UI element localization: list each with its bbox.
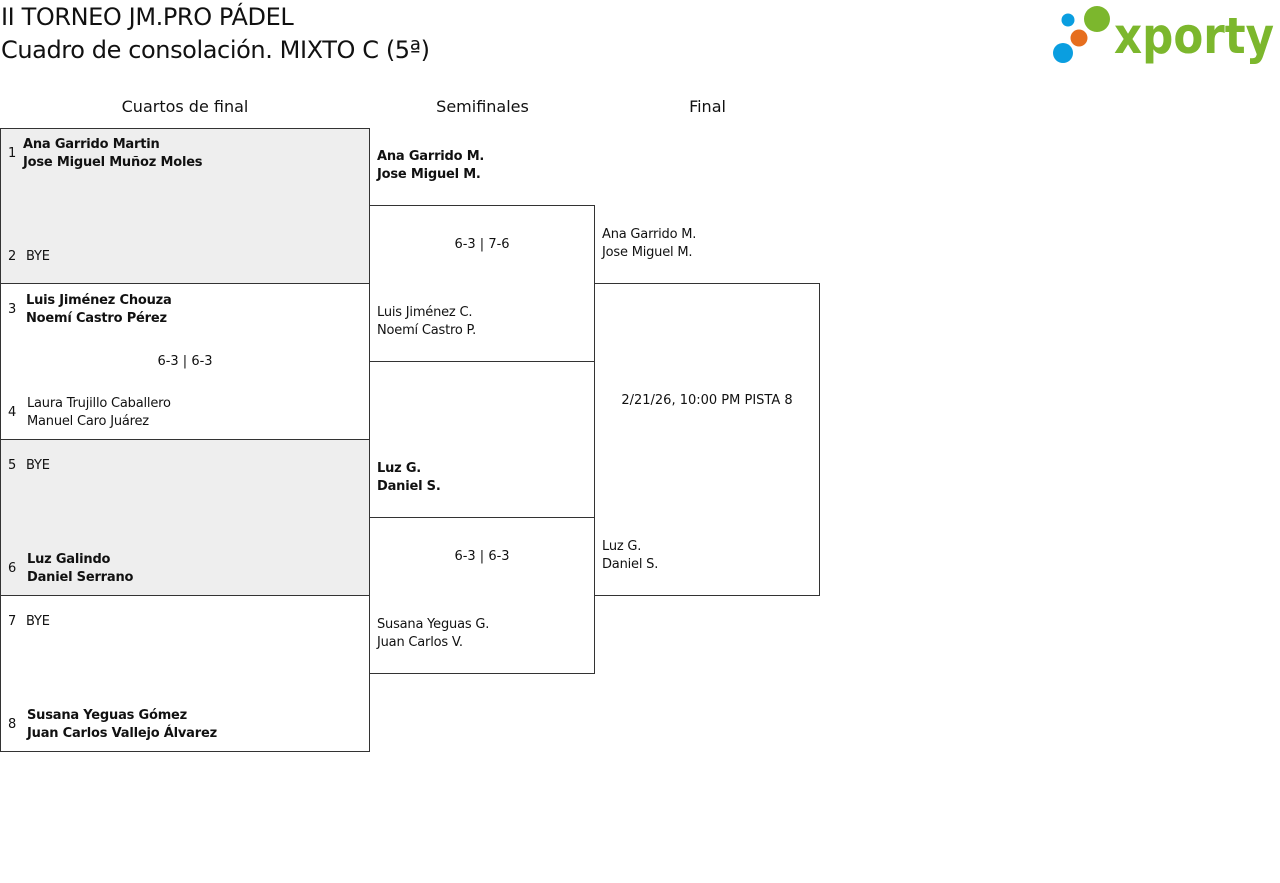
player-name: Noemí Castro P. [377, 323, 477, 338]
sf2-team-2: Susana Yeguas G. Juan Carlos V. [377, 616, 489, 652]
qf-match-1 [0, 128, 370, 284]
sf1-team-1: Ana Garrido M. Jose Miguel M. [377, 148, 484, 184]
seed-number: 4 [8, 405, 17, 420]
qf4-team-2: Susana Yeguas Gómez Juan Carlos Vallejo … [27, 707, 217, 743]
seed-number: 6 [8, 561, 17, 576]
qf3-team-1: BYE [26, 457, 50, 475]
player-name: Laura Trujillo Caballero [27, 396, 171, 411]
logo-dot-orange [1070, 29, 1088, 47]
player-name: Ana Garrido Martin [23, 137, 160, 152]
final-team-2: Luz G. Daniel S. [602, 538, 658, 574]
draw-subtitle: Cuadro de consolación. MIXTO C (5ª) [1, 36, 430, 64]
player-name: Juan Carlos Vallejo Álvarez [27, 726, 217, 741]
final-match [594, 283, 820, 596]
qf4-team-1: BYE [26, 613, 50, 631]
qf2-score: 6-3 | 6-3 [157, 354, 213, 369]
qf2-team-1: Luis Jiménez Chouza Noemí Castro Pérez [26, 292, 172, 328]
seed-number: 7 [8, 614, 17, 629]
final-schedule: 2/21/26, 10:00 PM PISTA 8 [621, 393, 793, 408]
round-header-quarterfinals: Cuartos de final [121, 97, 249, 116]
player-name: Ana Garrido M. [377, 149, 485, 164]
player-name: Susana Yeguas G. [377, 617, 490, 632]
player-name: Luz Galindo [27, 552, 111, 567]
sf1-score: 6-3 | 7-6 [454, 237, 510, 252]
qf2-team-2: Laura Trujillo Caballero Manuel Caro Juá… [27, 395, 171, 431]
qf3-team-2: Luz Galindo Daniel Serrano [27, 551, 133, 587]
player-name: BYE [26, 614, 50, 629]
player-name: Jose Miguel M. [377, 167, 481, 182]
player-name: Luis Jiménez C. [377, 305, 473, 320]
qf-match-3 [0, 439, 370, 596]
player-name: Manuel Caro Juárez [27, 414, 149, 429]
player-name: Luis Jiménez Chouza [26, 293, 172, 308]
logo-dot-blue-bottom [1053, 43, 1073, 63]
player-name: Noemí Castro Pérez [26, 311, 167, 326]
seed-number: 8 [8, 717, 17, 732]
player-name: Juan Carlos V. [377, 635, 463, 650]
round-header-final: Final [689, 97, 726, 116]
logo-dot-green [1084, 6, 1110, 32]
qf1-team-1: Ana Garrido Martin Jose Miguel Muñoz Mol… [23, 136, 203, 172]
final-team-1: Ana Garrido M. Jose Miguel M. [602, 226, 696, 262]
sf2-team-1: Luz G. Daniel S. [377, 460, 441, 496]
player-name: Jose Miguel M. [602, 245, 693, 260]
player-name: Susana Yeguas Gómez [27, 708, 188, 723]
player-name: BYE [26, 249, 50, 264]
player-name: Daniel S. [377, 479, 441, 494]
svg-text:xporty: xporty [1114, 7, 1274, 65]
sf2-score: 6-3 | 6-3 [454, 549, 510, 564]
player-name: Jose Miguel Muñoz Moles [23, 155, 203, 170]
player-name: Luz G. [377, 461, 422, 476]
player-name: BYE [26, 458, 50, 473]
logo-dot-blue-top [1061, 13, 1075, 27]
player-name: Ana Garrido M. [602, 227, 697, 242]
round-header-semifinals: Semifinales [436, 97, 529, 116]
sf1-team-2: Luis Jiménez C. Noemí Castro P. [377, 304, 476, 340]
player-name: Daniel Serrano [27, 570, 134, 585]
player-name: Luz G. [602, 539, 642, 554]
xporty-logo: xporty xporty [1053, 6, 1274, 65]
player-name: Daniel S. [602, 557, 659, 572]
seed-number: 1 [8, 146, 17, 161]
seed-number: 3 [8, 302, 17, 317]
qf1-team-2: BYE [26, 248, 50, 266]
seed-number: 2 [8, 249, 17, 264]
tournament-title: II TORNEO JM.PRO PÁDEL [1, 3, 294, 31]
seed-number: 5 [8, 458, 17, 473]
